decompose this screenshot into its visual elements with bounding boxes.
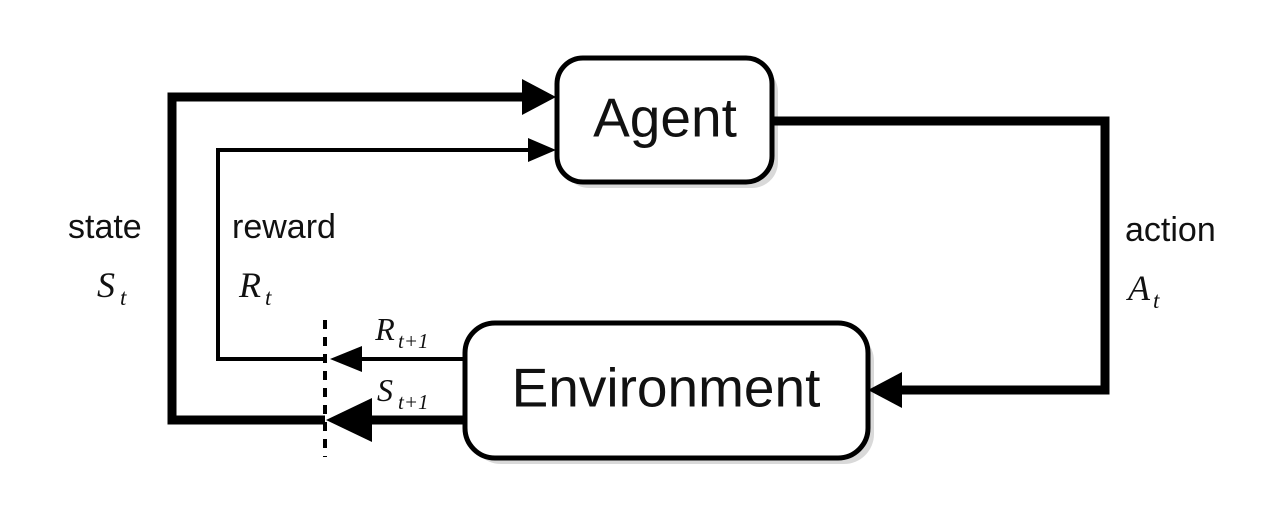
agent-label: Agent	[593, 87, 737, 149]
next-reward-label-group: R t+1	[374, 311, 428, 353]
reward-label-group: reward R t	[232, 208, 336, 310]
action-symbol-subscript: t	[1153, 288, 1160, 313]
next-state-arrowhead	[326, 398, 372, 442]
next-reward-symbol: R	[374, 311, 395, 347]
action-arrowhead	[868, 372, 902, 408]
next-reward-arrowhead	[330, 346, 362, 372]
environment-node[interactable]: Environment	[462, 320, 871, 461]
agent-node[interactable]: Agent	[554, 55, 775, 185]
state-label-group: state S t	[68, 208, 142, 310]
state-arrowhead	[522, 79, 556, 115]
reward-word: reward	[232, 208, 336, 246]
reward-symbol: R	[238, 265, 261, 305]
state-symbol-subscript: t	[120, 285, 127, 310]
state-signal-path	[167, 79, 556, 425]
next-reward-subscript: t+1	[398, 329, 429, 353]
reward-arrowhead	[528, 138, 556, 162]
next-state-path	[326, 398, 465, 442]
state-symbol: S	[97, 265, 115, 305]
action-symbol: A	[1126, 268, 1151, 308]
next-state-subscript: t+1	[398, 390, 429, 414]
environment-label: Environment	[512, 357, 821, 419]
next-state-symbol: S	[377, 372, 393, 408]
action-word: action	[1125, 211, 1216, 249]
reward-symbol-subscript: t	[265, 285, 272, 310]
state-word: state	[68, 208, 142, 246]
next-reward-path	[330, 346, 465, 372]
action-signal-path	[772, 116, 1110, 408]
agent-box[interactable]	[554, 55, 775, 185]
next-state-label-group: S t+1	[377, 372, 429, 414]
environment-box[interactable]	[462, 320, 871, 461]
action-label-group: action A t	[1125, 211, 1216, 313]
reward-signal-path	[216, 138, 556, 361]
